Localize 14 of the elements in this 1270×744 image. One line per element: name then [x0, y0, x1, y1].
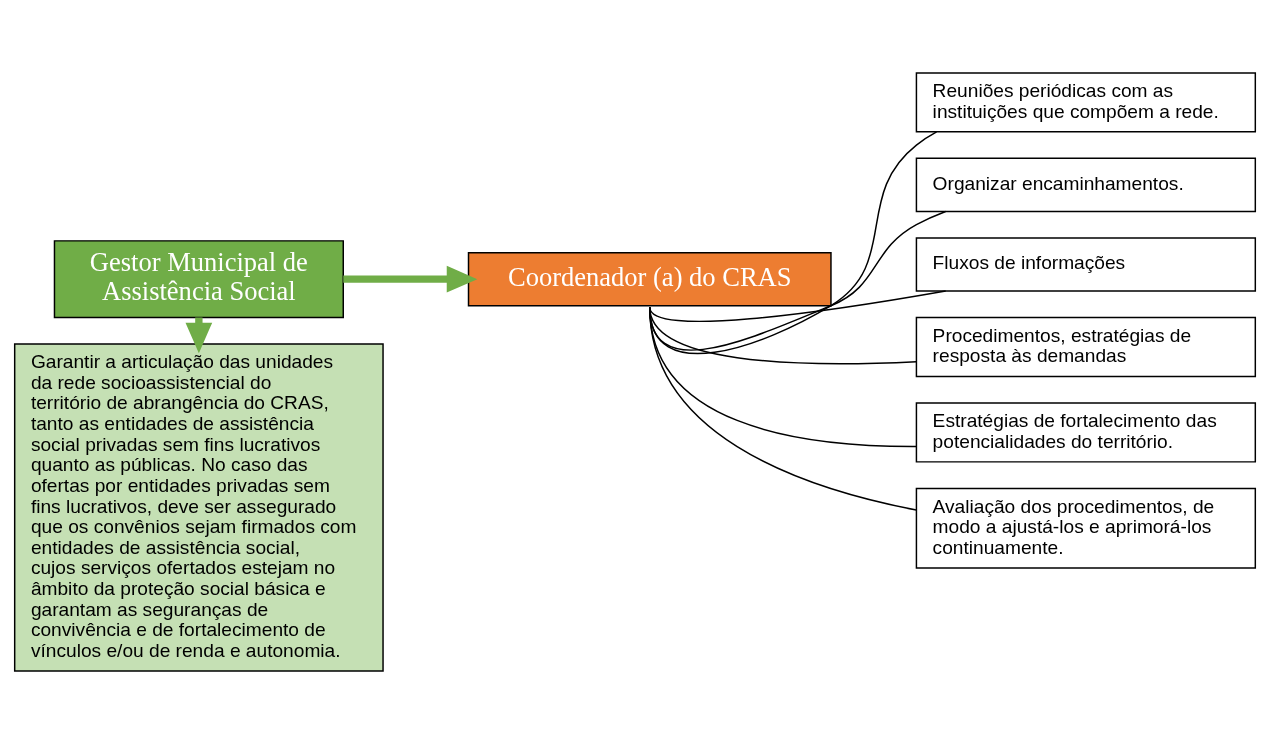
connector — [649, 131, 938, 355]
node-box: Estratégias de fortalecimento das potencialidades do território. — [915, 402, 1257, 463]
node-box: Fluxos de informações — [915, 237, 1257, 292]
node-box: Procedimentos, estratégias de resposta às demandas — [915, 316, 1257, 378]
node-box: Reuniões periódicas com as instituições que compõem a rede. — [915, 72, 1257, 133]
node-box: Garantir a articulação das unidades da rede socioassistencial do território de abrangência do CRAS, tanto as entidades de assistência social privadas sem fins lucrativos quanto as públicas. No caso das ofertas por entidades privadas sem fins lucrativos, deve ser assegurado que os convênios sejam firmados com entidades de assistência social, cujos serviços ofertados estejam no âmbito da proteção social básica e garantam as seguranças de convivência e de fortalecimento de vínculos e/ou de renda e autonomia. — [13, 343, 384, 672]
connector — [649, 306, 918, 511]
node-box: Coordenador (a) do CRAS — [467, 251, 832, 307]
node-box: Gestor Municipal de Assistência Social — [53, 240, 344, 319]
node-box: Organizar encaminhamentos. — [915, 157, 1257, 213]
arrow — [343, 265, 478, 293]
node-box: Avaliação dos procedimentos, de modo a ajustá-los e aprimorá-los continuamente. — [915, 487, 1257, 569]
connector — [649, 210, 947, 351]
connector — [649, 290, 947, 323]
